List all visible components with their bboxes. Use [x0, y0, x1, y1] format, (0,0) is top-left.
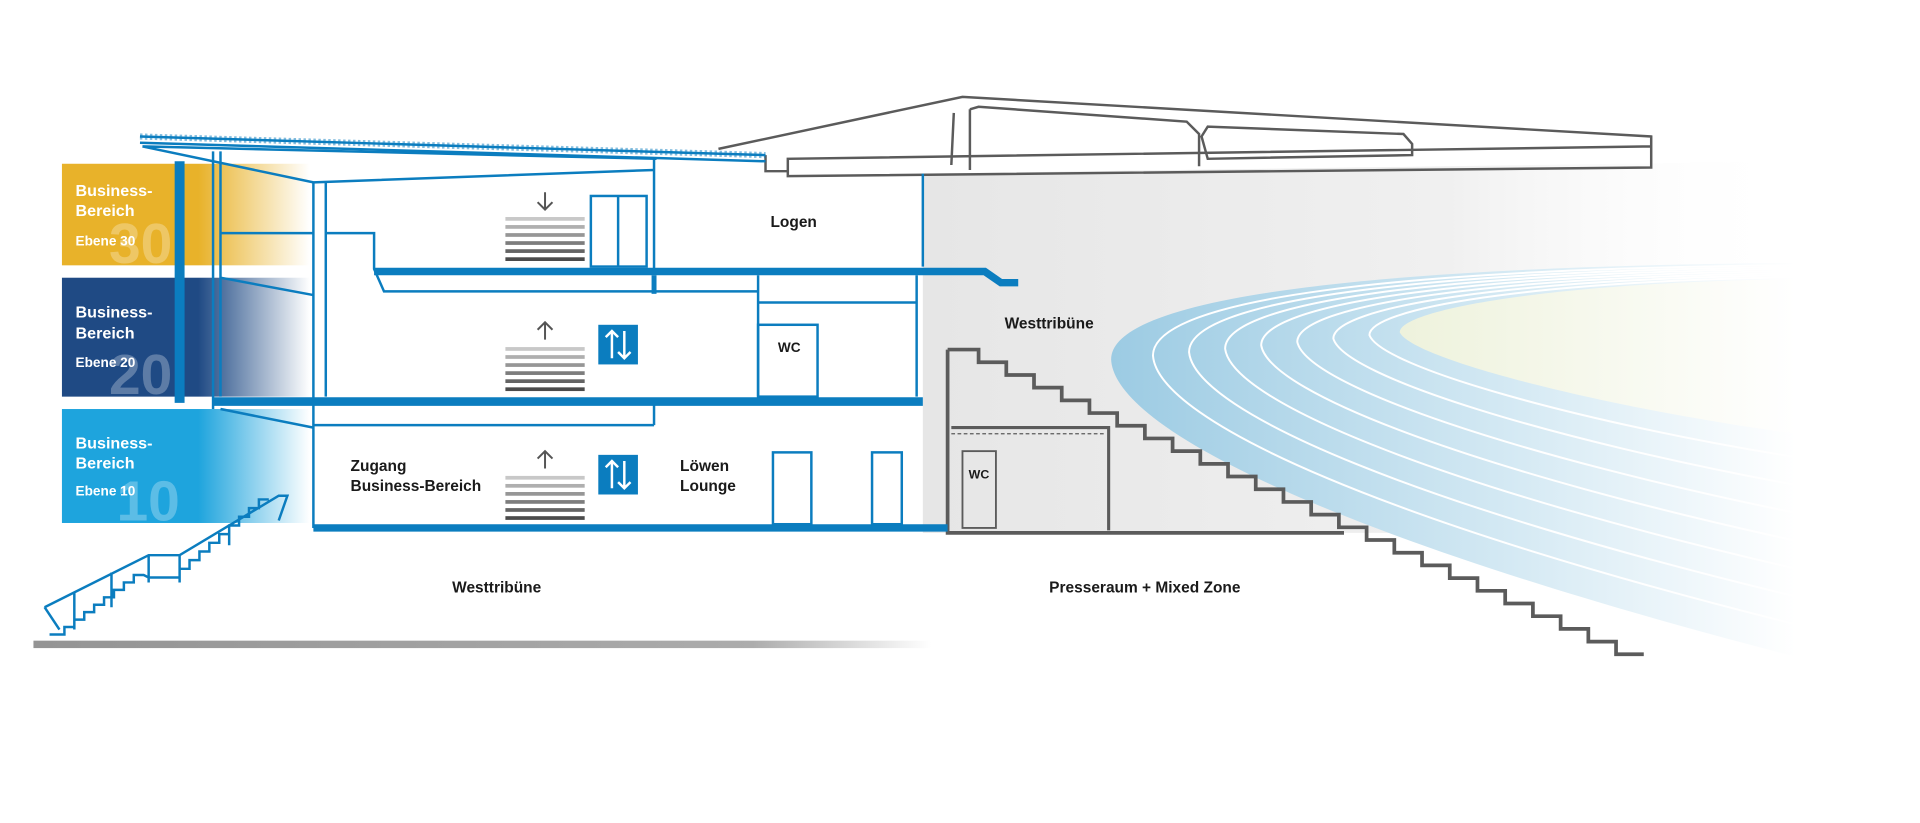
room-label-zugang: Zugang: [351, 458, 407, 475]
stair-step: [505, 249, 585, 253]
stadium-roof: [718, 95, 1653, 178]
lane-line: [1368, 276, 1797, 459]
level-title: Business-: [76, 435, 153, 453]
level-subtitle: Ebene 30: [76, 234, 136, 249]
stair-step: [505, 225, 585, 229]
stair-step: [505, 379, 585, 384]
lane-line: [1151, 264, 1797, 626]
lane-line: [1188, 266, 1797, 598]
arrow-down-icon: [536, 192, 554, 211]
arrow-up-icon: [536, 449, 554, 469]
stair-step: [505, 500, 585, 504]
level-title: Business-: [76, 182, 153, 200]
level-10-band: [61, 409, 310, 523]
level-title: Bereich: [76, 454, 135, 472]
level-20-label: 20 Business- Bereich Ebene 20: [76, 303, 173, 407]
infield: [1399, 278, 1797, 434]
room-label-logen: Logen: [770, 214, 816, 231]
level-30-band: [61, 163, 310, 266]
lane-line: [1260, 270, 1797, 542]
stair-step: [505, 516, 585, 520]
stair-step: [505, 508, 585, 512]
ground-line: [33, 640, 932, 649]
arrow-up-icon: [536, 320, 554, 340]
stair-step: [505, 217, 585, 221]
level-title: Business-: [76, 303, 153, 321]
level-title: Bereich: [76, 202, 135, 220]
level-10-label: 10 Business- Bereich Ebene 10: [76, 435, 180, 534]
grandstand-steps: [947, 347, 1644, 657]
room-label-zugang: Business-Bereich: [351, 478, 482, 495]
running-track: [1111, 262, 1797, 657]
room-label-loewen-lounge: Lounge: [680, 478, 736, 495]
level-number: 30: [109, 212, 172, 276]
room-label-westtribuene-lower: Westtribüne: [452, 579, 541, 596]
stairs-icon: [505, 475, 585, 520]
stair-step: [505, 363, 585, 367]
room-label-wc: WC: [969, 467, 990, 481]
stair-step: [505, 355, 585, 359]
level-20-band: [61, 277, 310, 397]
room-label-presseraum: Presseraum + Mixed Zone: [1049, 579, 1241, 596]
stair-step: [505, 492, 585, 496]
stair-step: [505, 233, 585, 237]
level-number: 20: [109, 343, 172, 407]
room-label-westtribuene-upper: Westtribüne: [1005, 316, 1094, 333]
stair-step: [505, 483, 585, 488]
building-section: [139, 133, 1019, 532]
stair-step: [505, 257, 585, 261]
level-subtitle: Ebene 20: [76, 355, 136, 370]
room-label-wc: WC: [778, 340, 801, 355]
lane-line: [1224, 268, 1797, 570]
level-subtitle: Ebene 10: [76, 484, 136, 499]
stair-step: [505, 347, 585, 351]
room-label-loewen-lounge: Löwen: [680, 458, 729, 475]
level-title: Bereich: [76, 324, 135, 342]
stair-step: [505, 475, 585, 480]
gray-structure: [945, 349, 1344, 535]
stairs-icon: [505, 217, 585, 261]
stair-step: [505, 387, 585, 392]
elevator-icon: [598, 454, 638, 495]
stair-step: [505, 371, 585, 375]
level-30-label: 30 Business- Bereich Ebene 30: [76, 182, 173, 276]
elevator-icon: [598, 324, 638, 365]
stair-step: [505, 241, 585, 245]
lane-line: [1332, 274, 1797, 487]
lane-line: [1296, 272, 1797, 514]
level-number: 10: [116, 470, 179, 534]
stairs-icon: [505, 347, 585, 392]
external-staircase: [43, 494, 290, 636]
